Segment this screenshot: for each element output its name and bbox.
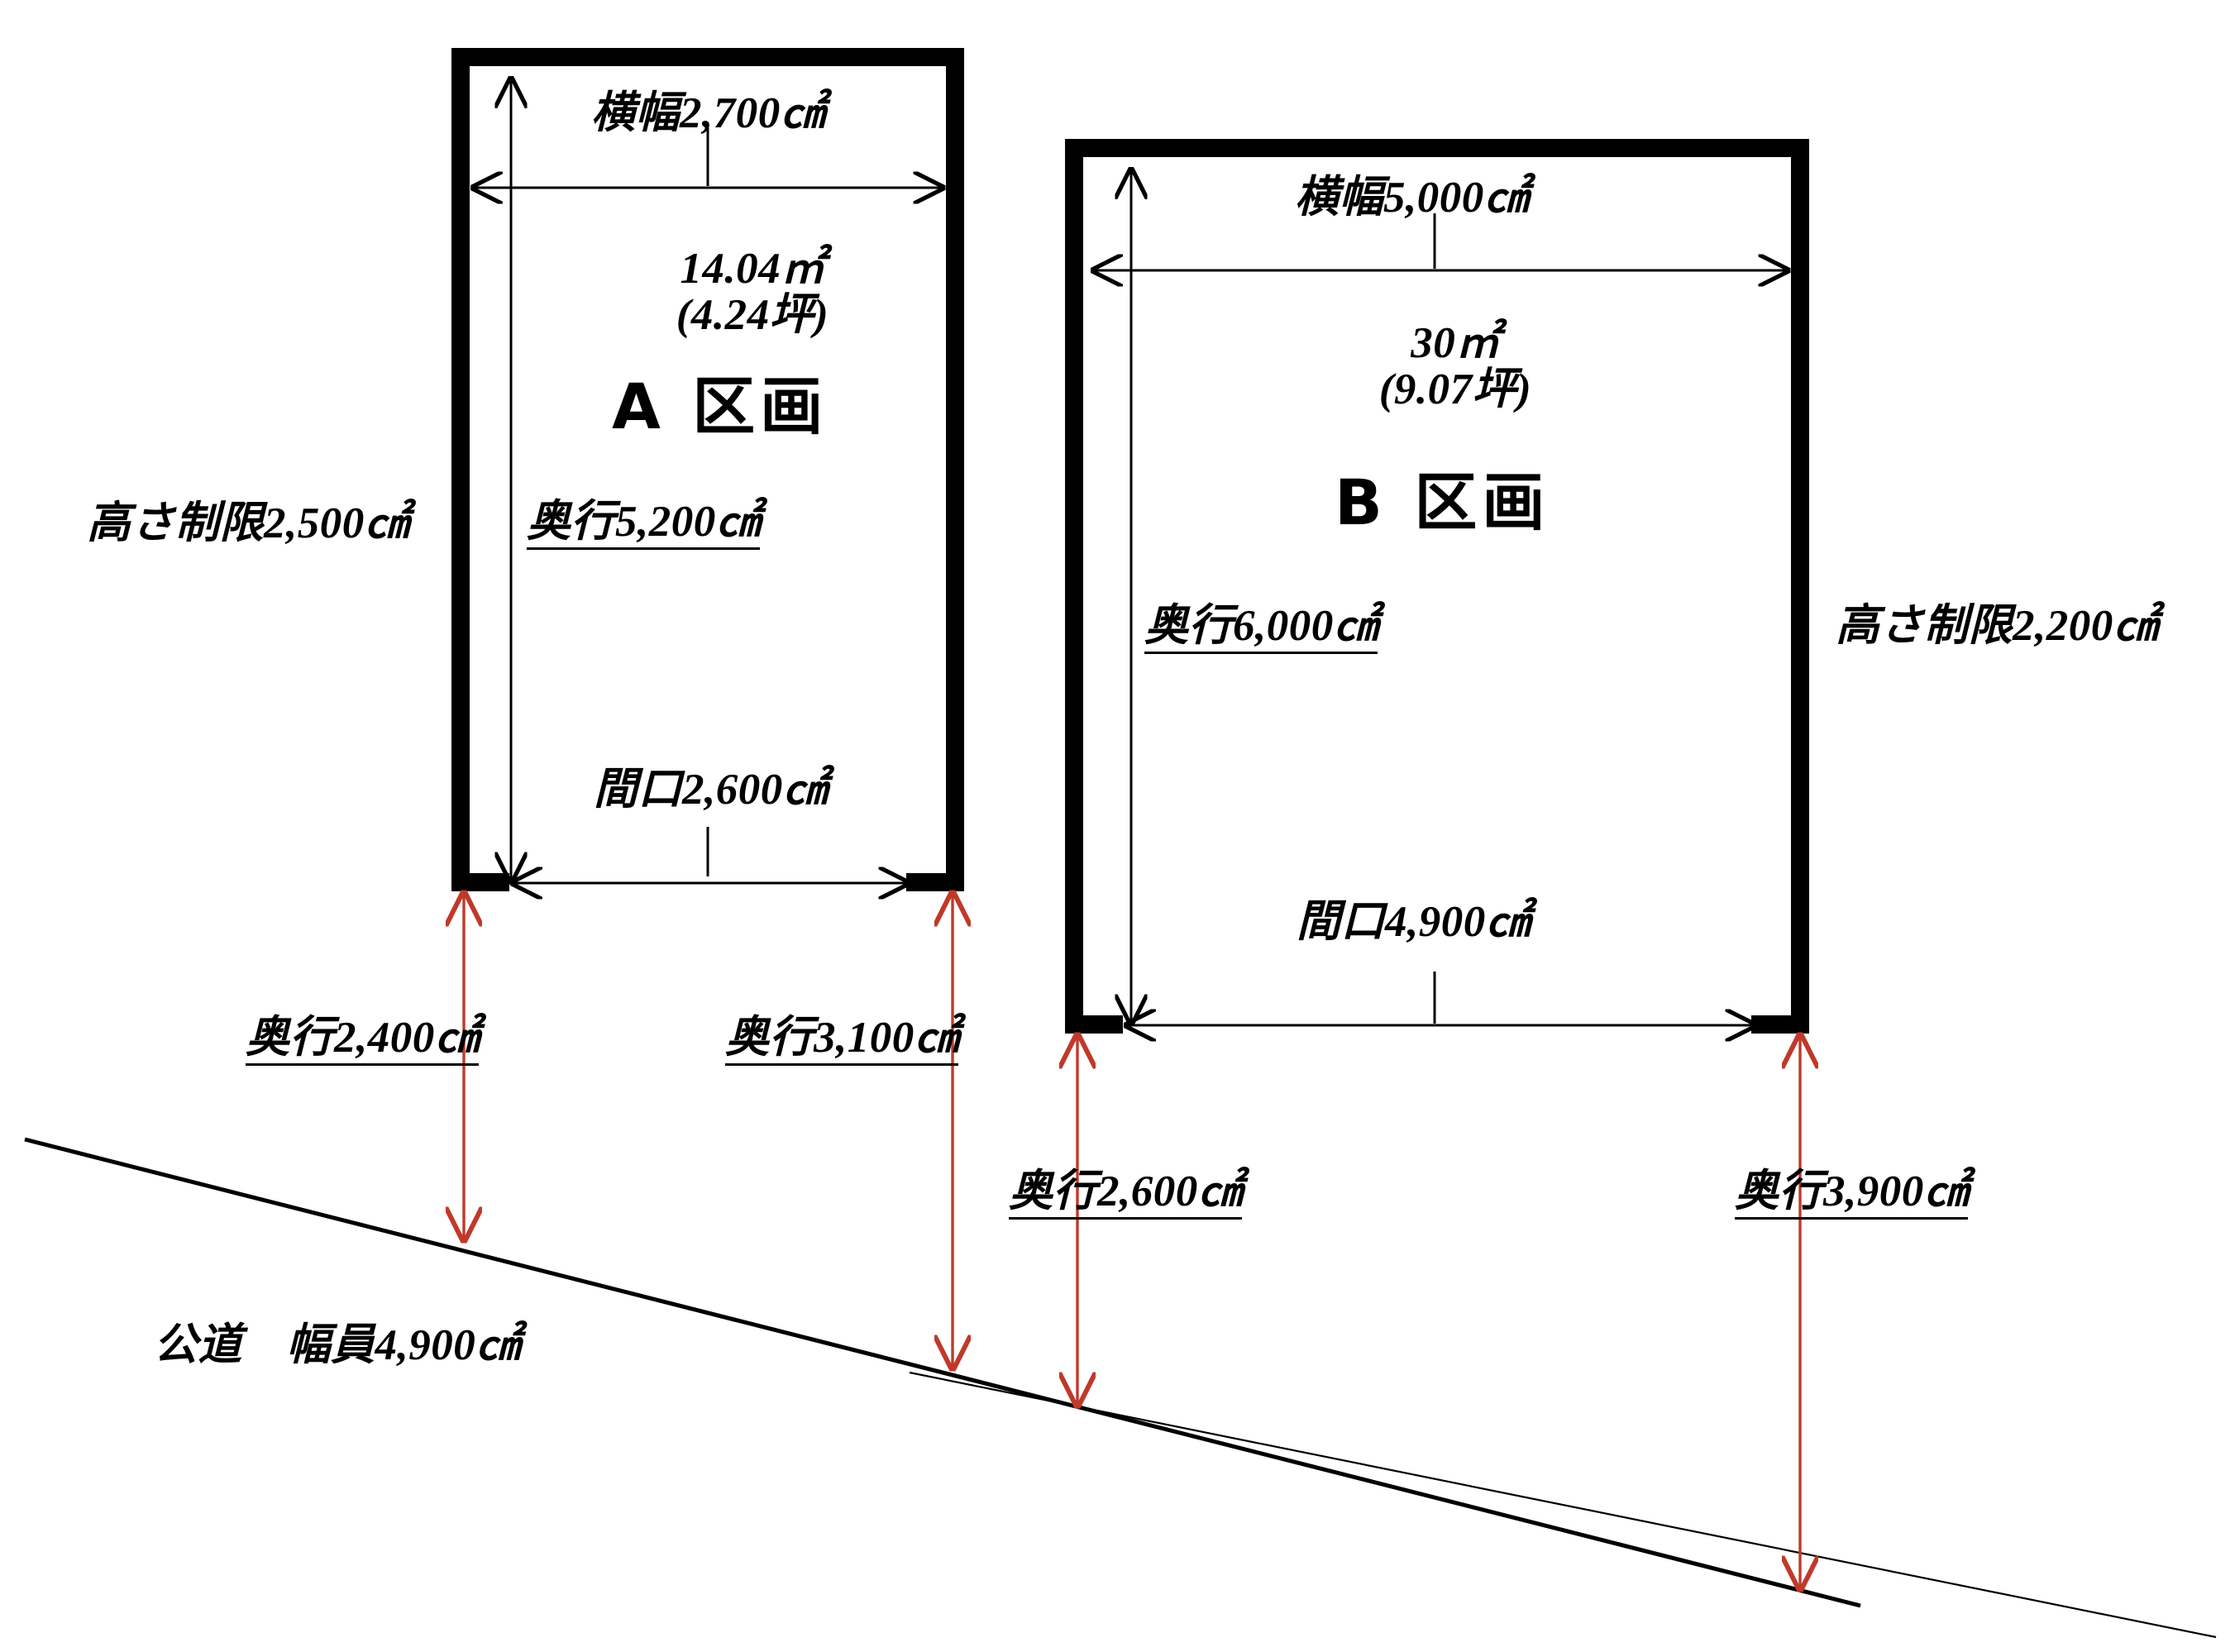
- unit-b-walls: [1065, 139, 1809, 1034]
- unit-b-area-tsubo: (9.07坪): [1378, 365, 1532, 413]
- unit-a-walls: [451, 48, 964, 891]
- unit-a-zone-label: A 区画: [612, 370, 829, 443]
- unit-a-setback-right-label: 奥行3,100㎠: [725, 1015, 959, 1066]
- unit-b-depth-label: 奥行6,000㎠: [1144, 603, 1378, 654]
- unit-b-area-sqm: 30㎡: [1411, 319, 1500, 367]
- road-label: 公道 幅員4,900㎠: [154, 1321, 520, 1369]
- unit-a-depth-label: 奥行5,200㎠: [527, 499, 761, 550]
- road-upper-boundary-line: [24, 1137, 1861, 1608]
- unit-b-setback-right-label: 奥行3,900㎠: [1735, 1168, 1969, 1220]
- unit-a-setback-left-label: 奥行2,400㎠: [246, 1015, 480, 1066]
- unit-a-width-label: 横幅2,700㎠: [591, 89, 825, 137]
- unit-b-width-label: 横幅5,000㎠: [1295, 174, 1529, 222]
- unit-a-area-sqm: 14.04㎡: [680, 245, 825, 293]
- unit-b-frontage-label: 間口4,900㎠: [1297, 898, 1531, 946]
- unit-a-frontage-label: 間口2,600㎠: [594, 766, 828, 814]
- unit-a-area: 14.04㎡ (4.24坪): [637, 246, 868, 338]
- unit-b-setback-left-label: 奥行2,600㎠: [1009, 1168, 1243, 1220]
- unit-b-zone-label: B 区画: [1335, 466, 1550, 539]
- unit-a-height-limit-label: 高さ制限2,500㎠: [87, 499, 409, 547]
- unit-a-area-tsubo: (4.24坪): [676, 290, 829, 339]
- unit-b-area: 30㎡ (9.07坪): [1340, 319, 1571, 413]
- unit-b-height-limit-label: 高さ制限2,200㎠: [1836, 602, 2158, 650]
- road-lower-boundary-line: [909, 1371, 2217, 1639]
